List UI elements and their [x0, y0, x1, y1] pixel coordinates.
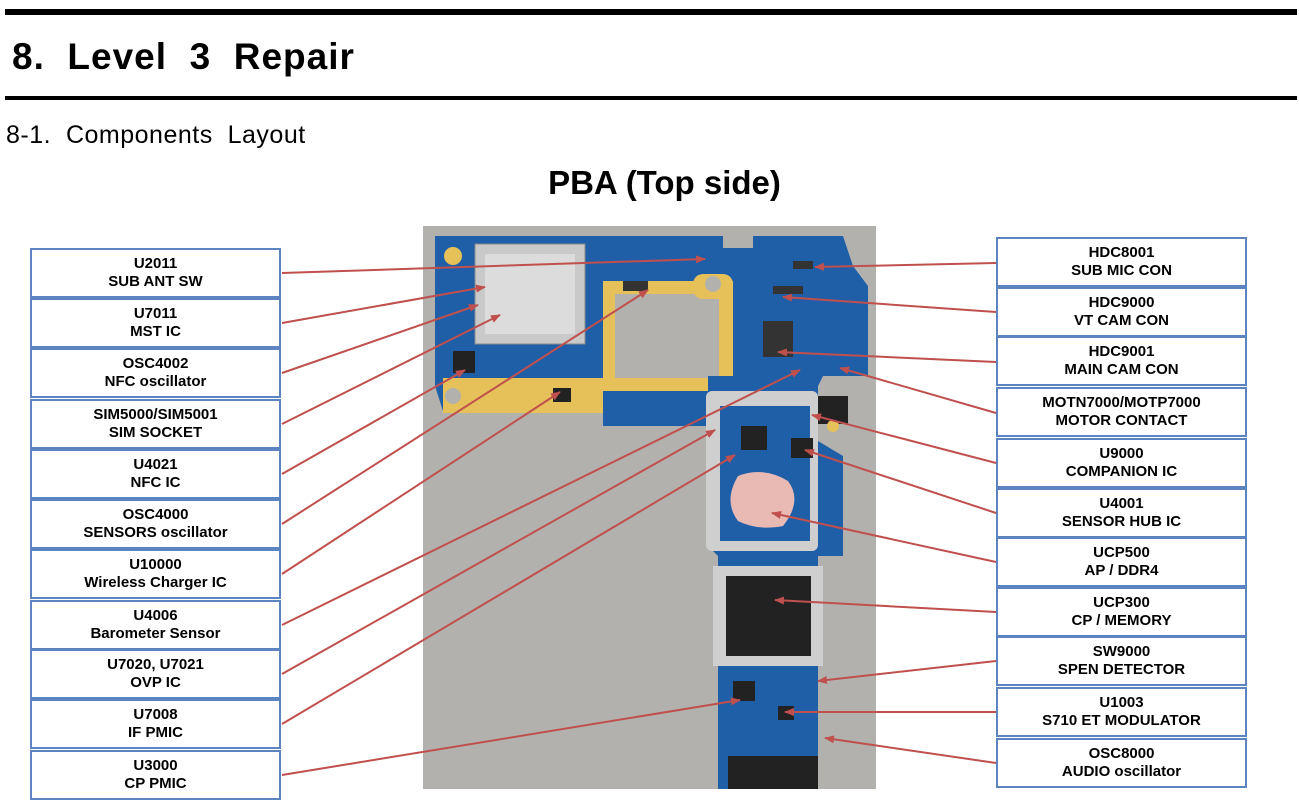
- label-u7008: U7008 IF PMIC: [30, 699, 281, 749]
- desc: CP / MEMORY: [1071, 612, 1172, 629]
- desc: COMPANION IC: [1065, 463, 1178, 480]
- desc: AP / DDR4: [1084, 562, 1159, 579]
- label-u2011: U2011 SUB ANT SW: [30, 248, 281, 298]
- desc: MST IC: [130, 323, 181, 340]
- label-u4021: U4021 NFC IC: [30, 449, 281, 499]
- desc: IF PMIC: [128, 724, 183, 741]
- pcb-photo: [423, 226, 876, 789]
- label-sim5000: SIM5000/SIM5001 SIM SOCKET: [30, 399, 281, 449]
- label-u7020: U7020, U7021 OVP IC: [30, 649, 281, 699]
- desc: SENSORS oscillator: [83, 524, 228, 541]
- ref: HDC8001: [1088, 244, 1155, 261]
- desc: VT CAM CON: [1074, 312, 1169, 329]
- desc: MAIN CAM CON: [1064, 361, 1179, 378]
- label-sw9000: SW9000 SPEN DETECTOR: [996, 636, 1247, 686]
- label-u4001: U4001 SENSOR HUB IC: [996, 488, 1247, 538]
- label-osc4000: OSC4000 SENSORS oscillator: [30, 499, 281, 549]
- label-u7011: U7011 MST IC: [30, 298, 281, 348]
- ref: OSC4002: [122, 355, 189, 372]
- label-u4006: U4006 Barometer Sensor: [30, 600, 281, 650]
- ref: OSC8000: [1088, 745, 1155, 762]
- figure-title: PBA (Top side): [548, 164, 781, 201]
- ref: SIM5000/SIM5001: [93, 406, 218, 423]
- ref: U10000: [129, 556, 182, 573]
- section-heading: 8. Level 3 Repair: [12, 36, 355, 77]
- desc: SUB MIC CON: [1071, 262, 1172, 279]
- ref: U3000: [133, 757, 178, 774]
- desc: CP PMIC: [124, 775, 187, 792]
- ref: U7008: [133, 706, 178, 723]
- label-motn7000: MOTN7000/MOTP7000 MOTOR CONTACT: [996, 387, 1247, 437]
- desc: SIM SOCKET: [108, 424, 203, 441]
- label-u3000: U3000 CP PMIC: [30, 750, 281, 800]
- label-u1003: U1003 S710 ET MODULATOR: [996, 687, 1247, 737]
- desc: Wireless Charger IC: [84, 574, 227, 591]
- heading-rule: [5, 96, 1297, 100]
- ref: SW9000: [1092, 643, 1151, 660]
- ref: U7011: [133, 305, 178, 322]
- ref: OSC4000: [122, 506, 189, 523]
- desc: SPEN DETECTOR: [1057, 661, 1186, 678]
- label-hdc9000: HDC9000 VT CAM CON: [996, 287, 1247, 337]
- ref: HDC9001: [1088, 343, 1155, 360]
- ref: U4001: [1099, 495, 1144, 512]
- desc: SUB ANT SW: [108, 273, 203, 290]
- label-u10000: U10000 Wireless Charger IC: [30, 549, 281, 599]
- label-osc8000: OSC8000 AUDIO oscillator: [996, 738, 1247, 788]
- label-osc4002: OSC4002 NFC oscillator: [30, 348, 281, 398]
- label-hdc9001: HDC9001 MAIN CAM CON: [996, 336, 1247, 386]
- ref: U2011: [133, 255, 178, 272]
- ref: U1003: [1099, 694, 1144, 711]
- ref: HDC9000: [1088, 294, 1155, 311]
- desc: MOTOR CONTACT: [1055, 412, 1188, 429]
- ref: U4021: [133, 456, 178, 473]
- label-ucp300: UCP300 CP / MEMORY: [996, 587, 1247, 637]
- ref: U7020, U7021: [107, 656, 204, 673]
- label-ucp500: UCP500 AP / DDR4: [996, 537, 1247, 587]
- desc: NFC oscillator: [104, 373, 207, 390]
- label-hdc8001: HDC8001 SUB MIC CON: [996, 237, 1247, 287]
- desc: AUDIO oscillator: [1061, 763, 1182, 780]
- desc: NFC IC: [130, 474, 181, 491]
- top-rule: [5, 9, 1297, 15]
- ref: UCP500: [1093, 544, 1150, 561]
- desc: S710 ET MODULATOR: [1042, 712, 1201, 729]
- ref: UCP300: [1093, 594, 1150, 611]
- ref: U9000: [1099, 445, 1144, 462]
- desc: SENSOR HUB IC: [1061, 513, 1182, 530]
- label-u9000: U9000 COMPANION IC: [996, 438, 1247, 488]
- desc: Barometer Sensor: [90, 625, 221, 642]
- subsection-heading: 8-1. Components Layout: [6, 121, 306, 149]
- ref: U4006: [133, 607, 178, 624]
- desc: OVP IC: [130, 674, 181, 691]
- ref: MOTN7000/MOTP7000: [1042, 394, 1201, 411]
